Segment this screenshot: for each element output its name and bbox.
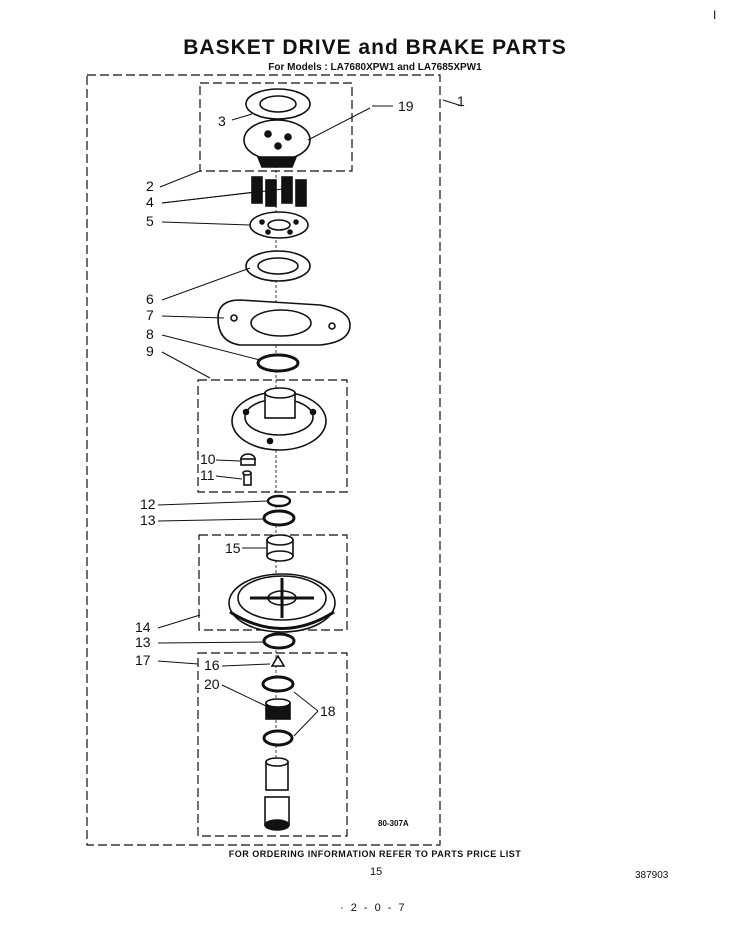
callout-10: 10 (200, 451, 216, 467)
page-title: BASKET DRIVE and BRAKE PARTS (183, 36, 567, 59)
callout-7: 7 (146, 307, 154, 323)
part-ring-3 (245, 88, 311, 120)
callout-19: 19 (398, 98, 414, 114)
callout-16: 16 (204, 657, 220, 673)
part-sleeve-17 (264, 757, 290, 831)
callout-5: 5 (146, 213, 154, 229)
callout-13-upper: 13 (140, 512, 156, 528)
leader-lines (157, 99, 463, 737)
assembly-frame (86, 74, 441, 846)
part-bearing-15 (266, 534, 294, 562)
part-retaining-ring-12 (266, 494, 292, 508)
figure-code: 80-307A (378, 819, 409, 828)
model-subtitle: For Models : LA7680XPW1 and LA7685XPW1 (268, 62, 482, 73)
callout-labels: 1 2 3 4 5 6 7 8 9 10 11 12 13 13 14 15 1… (135, 93, 465, 719)
callout-8: 8 (146, 326, 154, 342)
callout-17: 17 (135, 652, 151, 668)
part-washer-13-lower (262, 632, 296, 650)
callout-2: 2 (146, 178, 154, 194)
part-springs-4 (251, 176, 307, 207)
part-bearing-20 (261, 675, 295, 693)
ordering-note: FOR ORDERING INFORMATION REFER TO PARTS … (228, 849, 522, 859)
part-ring-6 (245, 250, 311, 282)
document-number: 387903 (635, 870, 669, 881)
callout-6: 6 (146, 291, 154, 307)
part-lining-plate-7 (217, 299, 351, 346)
bottom-mark: · 2 - 0 - 7 (340, 902, 407, 914)
callout-3: 3 (218, 113, 226, 129)
callout-4: 4 (146, 194, 154, 210)
callout-12: 12 (140, 496, 156, 512)
page-number: 15 (370, 866, 383, 878)
part-brake-disk-2 (243, 119, 311, 168)
part-washer-13-upper (262, 509, 296, 527)
callout-14: 14 (135, 619, 151, 635)
part-snap-ring-8 (256, 353, 300, 373)
part-cap-16 (270, 654, 286, 667)
part-screw-11 (242, 470, 252, 486)
callout-18: 18 (320, 703, 336, 719)
callout-13-lower: 13 (135, 634, 151, 650)
callout-11: 11 (200, 467, 215, 483)
part-hub-housing-9 (231, 387, 327, 451)
group-box-bottom (197, 652, 348, 837)
callout-1: 1 (457, 93, 465, 109)
callout-15: 15 (225, 540, 241, 556)
callout-20: 20 (204, 676, 220, 692)
corner-mark: I (713, 8, 717, 22)
callout-9: 9 (146, 343, 154, 359)
part-bearing-18 (262, 698, 294, 747)
part-retainer-plate-5 (249, 211, 309, 239)
part-nut-10 (240, 453, 256, 466)
part-pulley-14 (228, 573, 336, 633)
